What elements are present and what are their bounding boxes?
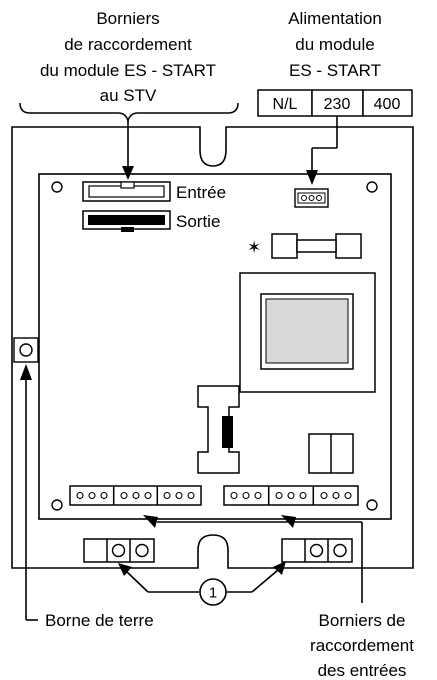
- bottom-right-line-1: Borniers de: [319, 611, 406, 630]
- sortie-label: Sortie: [176, 212, 220, 231]
- mounting-hole-tl: [51, 181, 63, 193]
- top-right-line-1: Alimentation: [288, 9, 382, 28]
- entree-connector: [82, 181, 171, 202]
- relay-block: [308, 433, 354, 474]
- housing-outline: [11, 126, 414, 569]
- top-right-line-3: ES - START: [289, 61, 381, 80]
- mounting-hole-bl: [51, 499, 63, 511]
- earth-leader: [20, 364, 38, 621]
- input-terminal-right: [223, 485, 359, 506]
- voltage-400: 400: [374, 96, 401, 113]
- top-left-label: Borniers de raccordement du module ES - …: [40, 9, 216, 105]
- bottom-right-label: Borniers de raccordement des entrées: [310, 611, 414, 680]
- top-left-line-1: Borniers: [96, 9, 159, 28]
- top-right-label: Alimentation du module ES - START: [288, 9, 382, 80]
- brace-arrow: [122, 121, 134, 180]
- curly-brace: [19, 102, 239, 122]
- bottom-right-line-2: raccordement: [310, 636, 414, 655]
- callout-1: 1: [118, 561, 286, 606]
- power-arrow: [306, 116, 338, 185]
- voltage-nl: N/L: [273, 96, 298, 113]
- callout-number: 1: [209, 585, 217, 602]
- top-right-line-2: du module: [295, 35, 374, 54]
- i-component: [197, 385, 240, 474]
- transformer: [239, 272, 376, 393]
- voltage-selector: N/L 230 400: [257, 89, 413, 117]
- entree-label: Entrée: [176, 183, 226, 202]
- sortie-connector: [82, 210, 171, 232]
- top-left-line-2: de raccordement: [64, 35, 192, 54]
- top-left-line-4: au STV: [100, 86, 157, 105]
- earth-terminal-left: [83, 538, 155, 563]
- fuse: [271, 233, 362, 259]
- input-terminal-left: [69, 485, 202, 506]
- mounting-hole-tr: [366, 181, 378, 193]
- housing-earth-terminal: [13, 337, 39, 363]
- bottom-right-line-3: des entrées: [318, 661, 407, 680]
- star-symbol: ✶: [247, 238, 261, 257]
- voltage-230: 230: [324, 96, 351, 113]
- earth-terminal-right: [281, 538, 353, 563]
- borne-terre-label: Borne de terre: [45, 611, 154, 630]
- mounting-hole-br: [366, 499, 378, 511]
- inputs-arrow: [143, 515, 363, 603]
- power-terminal: [294, 188, 329, 208]
- top-left-line-3: du module ES - START: [40, 61, 216, 80]
